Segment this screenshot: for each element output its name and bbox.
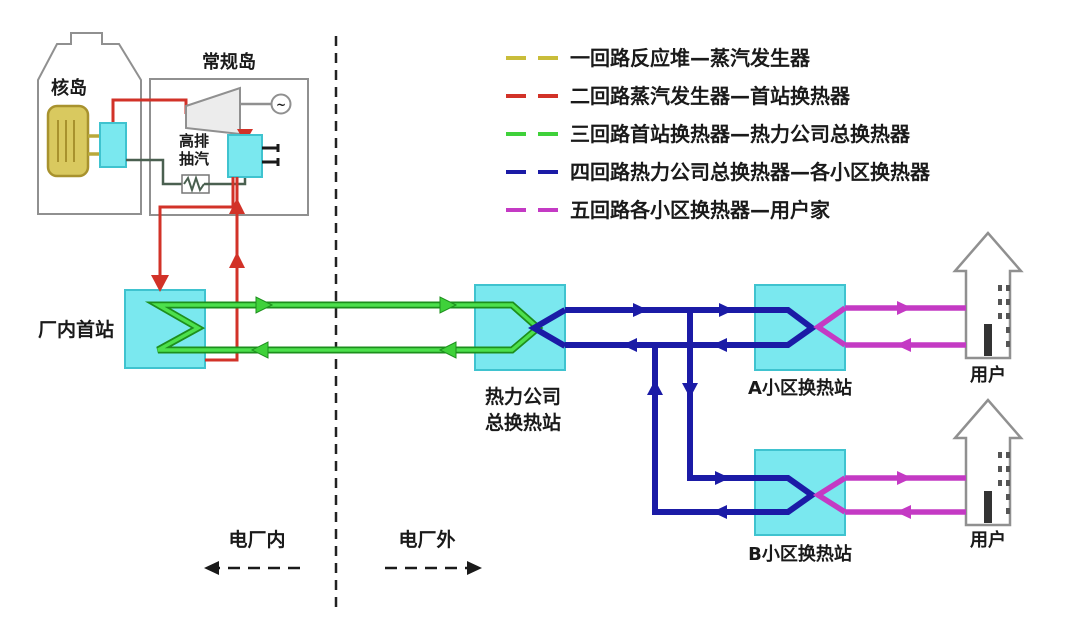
house-window <box>1006 466 1010 472</box>
right-arrow-icon <box>467 561 482 575</box>
loop4-blue-piping <box>528 303 818 519</box>
district-a-blue-zigzag <box>755 307 818 348</box>
legend-label-loop2: 二回路蒸汽发生器—首站换热器 <box>570 84 851 108</box>
district-a-magenta-zigzag <box>813 305 847 348</box>
user-house-a <box>952 231 1024 360</box>
down-arrow-icon <box>151 275 169 292</box>
legend-label-loop5: 五回路各小区换热器—用户家 <box>570 198 831 222</box>
house-window <box>998 452 1002 458</box>
outside-plant-label: 电厂外 <box>398 528 455 551</box>
loop4-branch-return-pipe <box>652 345 755 515</box>
loop2-supply-pipe <box>158 177 235 283</box>
up-arrow-icon <box>229 252 245 268</box>
legend-item-loop3: 三回路首站换热器—热力公司总换热器 <box>506 122 911 146</box>
legend: 一回路反应堆—蒸汽发生器 二回路蒸汽发生器—首站换热器 三回路首站换热器—热力公… <box>506 46 931 222</box>
generator-icon <box>270 93 292 115</box>
left-arrow-icon <box>896 338 911 352</box>
loop4-branch-supply-pipe <box>687 310 755 481</box>
district-b-magenta-zigzag <box>812 475 847 515</box>
heat-company-label-line2: 总换热站 <box>485 411 561 434</box>
conventional-island: 常规岛 ~ 高排 抽汽 <box>111 51 309 216</box>
legend-item-loop5: 五回路各小区换热器—用户家 <box>506 198 831 222</box>
user-label-a: 用户 <box>970 364 1006 386</box>
main-station-blue-zigzag <box>528 307 567 349</box>
right-arrow-icon <box>633 303 648 317</box>
left-arrow-icon <box>896 505 911 519</box>
legend-item-loop4: 四回路热力公司总换热器—各小区换热器 <box>506 160 931 184</box>
district-a-station-box <box>754 284 846 371</box>
nuclear-island: 核岛 <box>37 32 142 215</box>
heater-zigzag-icon <box>183 174 205 194</box>
district-b-label: B小区换热站 <box>748 543 852 565</box>
district-a-label: A小区换热站 <box>748 377 852 399</box>
reactor-vessel-icon <box>46 104 90 178</box>
house-window <box>1006 508 1010 514</box>
right-arrow-icon <box>897 301 912 315</box>
house-window <box>1006 494 1010 500</box>
left-arrow-icon <box>712 505 727 519</box>
extraction-label-line2: 抽汽 <box>179 150 209 168</box>
user-label-b: 用户 <box>970 529 1006 551</box>
house-window <box>1006 327 1010 333</box>
house-icon <box>952 231 1024 360</box>
loop5-magenta-piping <box>812 301 966 519</box>
house-window <box>1006 480 1010 486</box>
nuclear-island-label: 核岛 <box>51 77 87 99</box>
generator-symbol: ~ <box>276 98 286 112</box>
user-house-b <box>952 398 1024 527</box>
steam-generator-icon <box>99 122 127 168</box>
loop2-red-piping <box>151 177 245 362</box>
house-window <box>1006 285 1010 291</box>
house-window <box>998 480 1002 486</box>
condensate-pipe <box>204 178 247 186</box>
house-door <box>984 324 992 356</box>
up-arrow-icon <box>647 380 663 395</box>
legend-label-loop3: 三回路首站换热器—热力公司总换热器 <box>570 122 911 146</box>
first-station-hx-zigzag <box>151 303 205 352</box>
house-window <box>998 466 1002 472</box>
right-arrow-icon <box>897 471 912 485</box>
house-door <box>984 491 992 523</box>
heat-company-station-box <box>474 284 566 371</box>
house-window <box>998 313 1002 319</box>
down-arrow-icon <box>682 383 698 398</box>
left-arrow-icon <box>712 338 727 352</box>
legend-item-loop2: 二回路蒸汽发生器—首站换热器 <box>506 84 851 108</box>
house-window <box>1006 341 1010 347</box>
heat-company-label-line1: 热力公司 <box>485 385 561 408</box>
house-window <box>1006 313 1010 319</box>
right-arrow-icon <box>439 296 458 314</box>
house-window <box>1006 299 1010 305</box>
extraction-label-line1: 高排 <box>179 132 209 150</box>
legend-item-loop1: 一回路反应堆—蒸汽发生器 <box>506 46 811 70</box>
first-station-heater-icon <box>227 134 263 178</box>
left-arrow-icon <box>438 341 457 359</box>
conventional-island-outline <box>149 78 309 216</box>
turbine-icon <box>185 86 241 136</box>
house-icon <box>952 398 1024 527</box>
house-window <box>998 285 1002 291</box>
house-window <box>998 299 1002 305</box>
right-arrow-icon <box>255 296 274 314</box>
right-arrow-icon <box>715 471 730 485</box>
right-arrow-icon <box>719 303 734 317</box>
left-arrow-icon <box>250 341 269 359</box>
district-b-station-box <box>754 449 846 536</box>
legend-label-loop4: 四回路热力公司总换热器—各小区换热器 <box>570 160 931 184</box>
condensate-pipe <box>126 158 184 186</box>
legend-label-loop1: 一回路反应堆—蒸汽发生器 <box>570 46 811 70</box>
zone-inside-plant: 电厂内 <box>204 528 300 575</box>
left-arrow-icon <box>622 338 637 352</box>
loop2-return-pipe <box>205 177 239 362</box>
conventional-island-label: 常规岛 <box>202 51 256 73</box>
left-arrow-icon <box>204 561 219 575</box>
up-arrow-icon <box>229 198 245 214</box>
inside-plant-label: 电厂内 <box>228 528 285 551</box>
house-window <box>1006 452 1010 458</box>
containment-building-outline <box>37 32 142 215</box>
district-b-blue-zigzag <box>755 475 818 515</box>
first-station-label: 厂内首站 <box>38 318 114 341</box>
zone-outside-plant: 电厂外 <box>385 528 482 575</box>
